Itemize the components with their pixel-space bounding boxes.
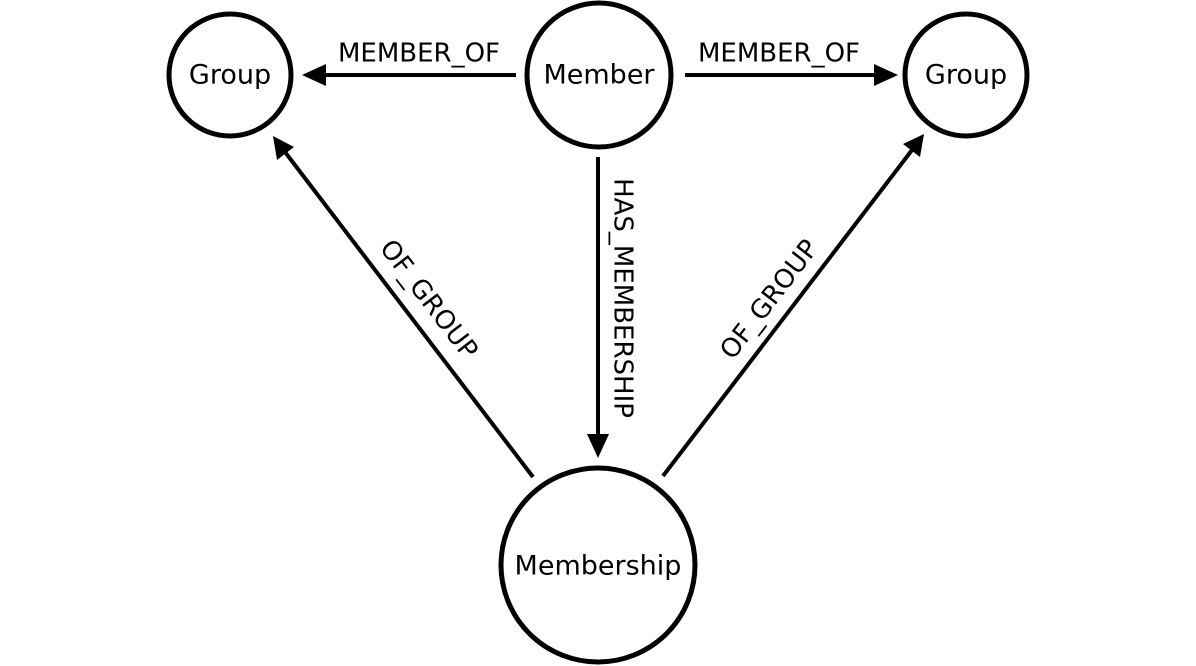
node-membership: Membership — [498, 465, 698, 665]
edge-label-of-group-left: OF_GROUP — [373, 234, 483, 365]
node-label-membership: Membership — [515, 551, 682, 582]
edge-has-membership — [587, 157, 609, 458]
edge-member-of-left — [302, 64, 516, 86]
edge-label-member-of-right: MEMBER_OF — [698, 39, 860, 69]
node-label-group-left: Group — [189, 60, 271, 91]
node-group-right: Group — [902, 11, 1030, 139]
node-label-group-right: Group — [925, 60, 1007, 91]
edge-member-of-right — [685, 64, 898, 86]
edge-label-has-membership: HAS_MEMBERSHIP — [608, 178, 638, 418]
node-group-left: Group — [166, 11, 294, 139]
node-member: Member — [524, 0, 674, 150]
node-label-member: Member — [543, 60, 655, 91]
edge-of-group-right — [661, 134, 924, 478]
edge-label-member-of-left: MEMBER_OF — [338, 39, 500, 69]
edge-label-of-group-right: OF_GROUP — [715, 234, 825, 365]
edge-of-group-left — [273, 136, 535, 479]
